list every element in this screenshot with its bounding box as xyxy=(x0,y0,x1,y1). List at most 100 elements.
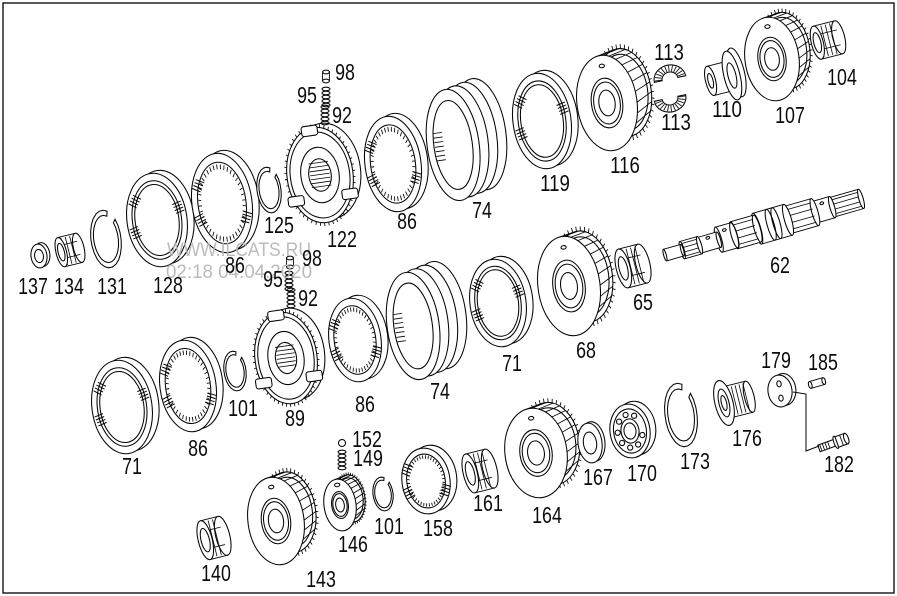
part-label-71[interactable]: 71 xyxy=(502,350,522,376)
part-label-116[interactable]: 116 xyxy=(610,152,640,178)
part-label-140[interactable]: 140 xyxy=(201,560,231,586)
part-95-drawing xyxy=(284,270,294,292)
part-143-drawing xyxy=(247,467,319,566)
part-label-158[interactable]: 158 xyxy=(423,515,453,541)
part-label-65[interactable]: 65 xyxy=(633,289,653,315)
part-98-drawing xyxy=(322,69,330,84)
part-161-drawing xyxy=(461,448,499,494)
part-119-drawing xyxy=(511,69,579,170)
part-label-128[interactable]: 128 xyxy=(153,272,183,298)
part-152-drawing xyxy=(337,438,347,448)
part-label-131[interactable]: 131 xyxy=(97,273,127,299)
part-65-drawing xyxy=(614,243,652,289)
part-137-drawing xyxy=(30,242,51,269)
part-label-113[interactable]: 113 xyxy=(654,39,684,65)
part-74-drawing xyxy=(385,260,468,381)
part-98-drawing xyxy=(286,255,294,270)
part-label-86[interactable]: 86 xyxy=(188,435,208,461)
part-86-drawing xyxy=(190,149,260,254)
part-label-68[interactable]: 68 xyxy=(576,337,596,363)
part-label-179[interactable]: 179 xyxy=(761,347,791,373)
part-label-104[interactable]: 104 xyxy=(827,64,857,90)
part-173-drawing xyxy=(664,382,698,448)
part-label-143[interactable]: 143 xyxy=(306,566,336,592)
part-104-drawing xyxy=(809,20,847,60)
part-label-113[interactable]: 113 xyxy=(661,109,691,135)
part-label-182[interactable]: 182 xyxy=(824,451,854,477)
part-86-drawing xyxy=(363,112,429,213)
leader-line xyxy=(792,391,820,452)
part-113-drawing xyxy=(653,94,687,113)
part-label-146[interactable]: 146 xyxy=(338,531,368,557)
part-101-drawing xyxy=(223,350,247,392)
part-label-164[interactable]: 164 xyxy=(532,502,562,528)
part-label-170[interactable]: 170 xyxy=(627,460,657,486)
part-140-drawing xyxy=(196,515,232,561)
part-68-drawing xyxy=(536,226,616,337)
part-146-drawing xyxy=(323,472,367,532)
part-176-drawing xyxy=(713,380,756,426)
part-71-drawing xyxy=(91,356,160,455)
part-185-drawing xyxy=(807,377,827,389)
watermark-timestamp-text: 02:18 04.04.2020 xyxy=(166,262,312,283)
part-label-134[interactable]: 134 xyxy=(54,273,84,299)
part-86-drawing xyxy=(328,294,389,383)
part-label-122[interactable]: 122 xyxy=(327,226,357,252)
part-label-86[interactable]: 86 xyxy=(225,252,245,278)
part-92-drawing xyxy=(286,287,296,309)
part-label-110[interactable]: 110 xyxy=(712,96,742,122)
part-label-185[interactable]: 185 xyxy=(808,349,838,375)
part-label-119[interactable]: 119 xyxy=(540,170,570,196)
part-label-98[interactable]: 98 xyxy=(302,245,322,271)
part-label-167[interactable]: 167 xyxy=(583,464,613,490)
part-131-drawing xyxy=(90,209,122,269)
part-label-98[interactable]: 98 xyxy=(335,59,355,85)
part-label-95[interactable]: 95 xyxy=(297,82,317,108)
part-182-drawing xyxy=(817,432,850,453)
part-label-74[interactable]: 74 xyxy=(472,197,492,223)
part-label-101[interactable]: 101 xyxy=(374,513,404,539)
part-158-drawing xyxy=(401,444,458,515)
part-label-173[interactable]: 173 xyxy=(680,448,710,474)
part-label-137[interactable]: 137 xyxy=(18,273,48,299)
part-label-176[interactable]: 176 xyxy=(732,425,762,451)
part-110-drawing xyxy=(704,47,747,101)
part-95-drawing xyxy=(321,86,331,108)
part-170-drawing xyxy=(609,400,657,459)
part-149-drawing xyxy=(337,449,347,471)
part-179-drawing xyxy=(767,372,797,408)
parts-layer xyxy=(30,8,866,566)
part-86-drawing xyxy=(159,336,224,433)
part-label-149[interactable]: 149 xyxy=(353,445,383,471)
part-label-101[interactable]: 101 xyxy=(228,395,258,421)
part-label-62[interactable]: 62 xyxy=(770,252,790,278)
part-label-86[interactable]: 86 xyxy=(355,391,375,417)
part-74-drawing xyxy=(425,78,508,202)
part-122-drawing xyxy=(284,122,362,227)
part-128-drawing xyxy=(126,169,195,268)
part-164-drawing xyxy=(504,398,583,499)
part-71-drawing xyxy=(469,255,534,348)
part-label-74[interactable]: 74 xyxy=(430,378,450,404)
part-116-drawing xyxy=(576,44,655,152)
part-89-drawing xyxy=(252,307,326,407)
part-125-drawing xyxy=(256,166,282,214)
part-92-drawing xyxy=(320,104,330,126)
part-101-drawing xyxy=(372,476,394,512)
part-label-125[interactable]: 125 xyxy=(264,212,294,238)
part-label-71[interactable]: 71 xyxy=(122,453,142,479)
part-107-drawing xyxy=(744,8,813,102)
part-label-95[interactable]: 95 xyxy=(263,266,283,292)
part-label-92[interactable]: 92 xyxy=(298,285,318,311)
part-label-92[interactable]: 92 xyxy=(332,102,352,128)
part-label-161[interactable]: 161 xyxy=(473,490,503,516)
part-label-107[interactable]: 107 xyxy=(775,102,805,128)
part-label-89[interactable]: 89 xyxy=(285,405,305,431)
part-label-152[interactable]: 152 xyxy=(352,426,382,452)
part-label-86[interactable]: 86 xyxy=(397,208,417,234)
watermark: WWW.ILCATS.RU 02:18 04.04.2020 xyxy=(166,240,312,283)
part-62-drawing xyxy=(662,188,866,262)
